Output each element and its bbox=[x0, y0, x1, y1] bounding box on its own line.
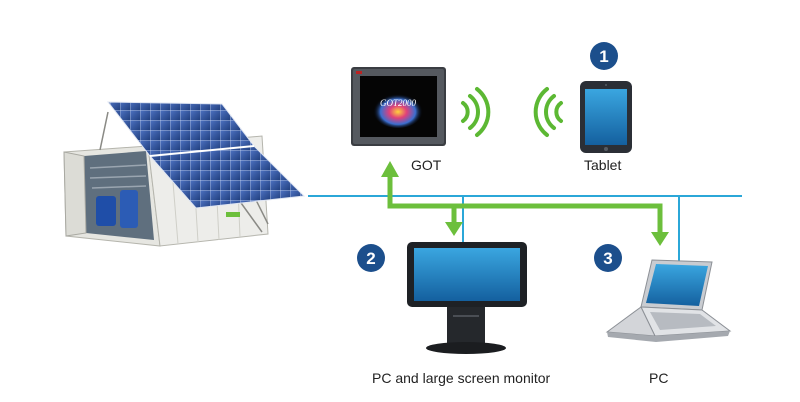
laptop-icon bbox=[605, 259, 732, 342]
svg-text:2: 2 bbox=[366, 249, 375, 268]
solar-container-icon bbox=[63, 101, 306, 247]
tablet-label: Tablet bbox=[584, 157, 622, 173]
svg-text:1: 1 bbox=[599, 47, 608, 66]
got-hmi-icon: GOT2000 bbox=[351, 67, 446, 146]
svg-text:3: 3 bbox=[603, 249, 612, 268]
pc-monitor-label: PC and large screen monitor bbox=[372, 370, 551, 386]
tablet-icon bbox=[580, 81, 632, 153]
got-label: GOT bbox=[411, 157, 442, 173]
badge-1: 1 bbox=[590, 42, 618, 70]
badge-3: 3 bbox=[594, 244, 622, 272]
got-screen-text: GOT2000 bbox=[380, 98, 417, 108]
badge-2: 2 bbox=[357, 244, 385, 272]
wifi-icon bbox=[461, 87, 491, 137]
monitor-icon bbox=[407, 242, 527, 354]
data-flow-arrows bbox=[381, 161, 669, 246]
arrow-head-monitor bbox=[445, 222, 463, 236]
pc-label: PC bbox=[649, 370, 669, 386]
arrow-head-pc bbox=[651, 232, 669, 246]
arrow-head-got bbox=[381, 161, 399, 177]
wifi-icon-tablet bbox=[533, 87, 563, 137]
